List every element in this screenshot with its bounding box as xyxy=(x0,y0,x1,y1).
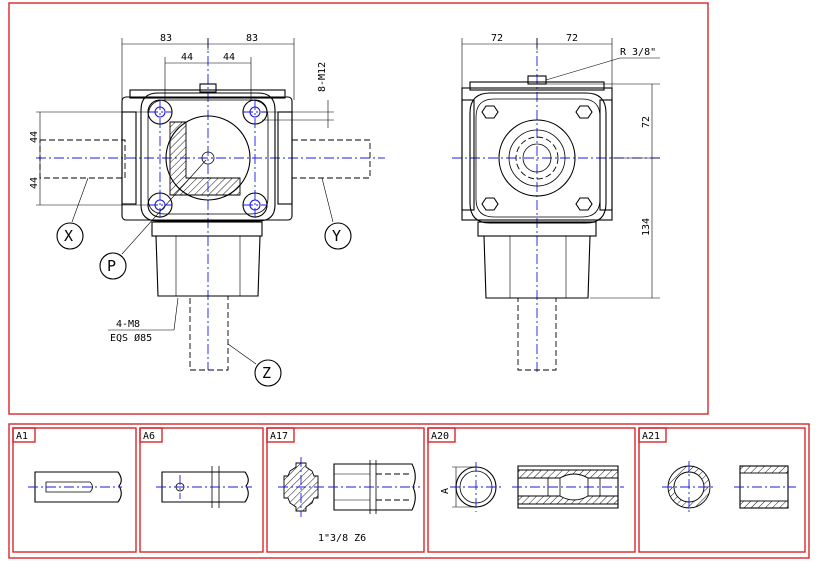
side-shaft xyxy=(517,297,557,371)
mount-note-2: EQS Ø85 xyxy=(110,332,152,344)
dim-44-upper: 44 xyxy=(29,131,40,143)
side-view-dimensions: 72 72 R 3/8" 72 134 xyxy=(461,33,660,299)
dim-72-vertical: 72 xyxy=(641,116,652,128)
thread-note: 8-M12 xyxy=(317,62,328,92)
option-a17-code: A17 xyxy=(270,431,288,442)
front-view-dimensions: 83 83 44 44 44 44 8-M12 4-M8 EQS Ø85 xyxy=(29,33,334,344)
side-view xyxy=(452,38,660,372)
dim-83-left: 83 xyxy=(160,33,172,44)
main-frame xyxy=(8,2,709,415)
option-a17-caption: 1"3/8 Z6 xyxy=(318,533,366,544)
option-a21-code: A21 xyxy=(642,431,660,442)
shaft-z xyxy=(189,295,229,371)
label-x: X xyxy=(64,227,73,245)
dim-72-right: 72 xyxy=(566,33,578,44)
front-view xyxy=(36,38,385,371)
dim-44-left: 44 xyxy=(181,52,193,63)
option-a1-code: A1 xyxy=(16,431,28,442)
dim-44-right: 44 xyxy=(223,52,235,63)
shaft-x xyxy=(39,139,126,179)
dim-44-lower: 44 xyxy=(29,177,40,189)
option-a21: A21 xyxy=(638,427,806,553)
option-a20-dim: A xyxy=(440,488,451,494)
dim-83-right: 83 xyxy=(246,33,258,44)
option-a17: A17 1"3/8 Z6 xyxy=(266,427,425,553)
label-z: Z xyxy=(262,364,271,382)
port-note: R 3/8" xyxy=(620,47,656,58)
option-a20: A20 A xyxy=(427,427,636,553)
option-a6-code: A6 xyxy=(143,431,155,442)
label-y: Y xyxy=(332,227,341,245)
dim-72-left: 72 xyxy=(491,33,503,44)
dim-134-vertical: 134 xyxy=(641,218,652,236)
options-frame xyxy=(8,423,810,559)
shaft-callouts: X Y P Z xyxy=(56,159,352,387)
option-a6: A6 xyxy=(139,427,264,553)
label-p: P xyxy=(107,257,116,275)
shaft-y xyxy=(291,139,371,179)
mount-note-1: 4-M8 xyxy=(116,319,140,330)
option-a20-code: A20 xyxy=(431,431,449,442)
option-a1: A1 xyxy=(12,427,137,553)
